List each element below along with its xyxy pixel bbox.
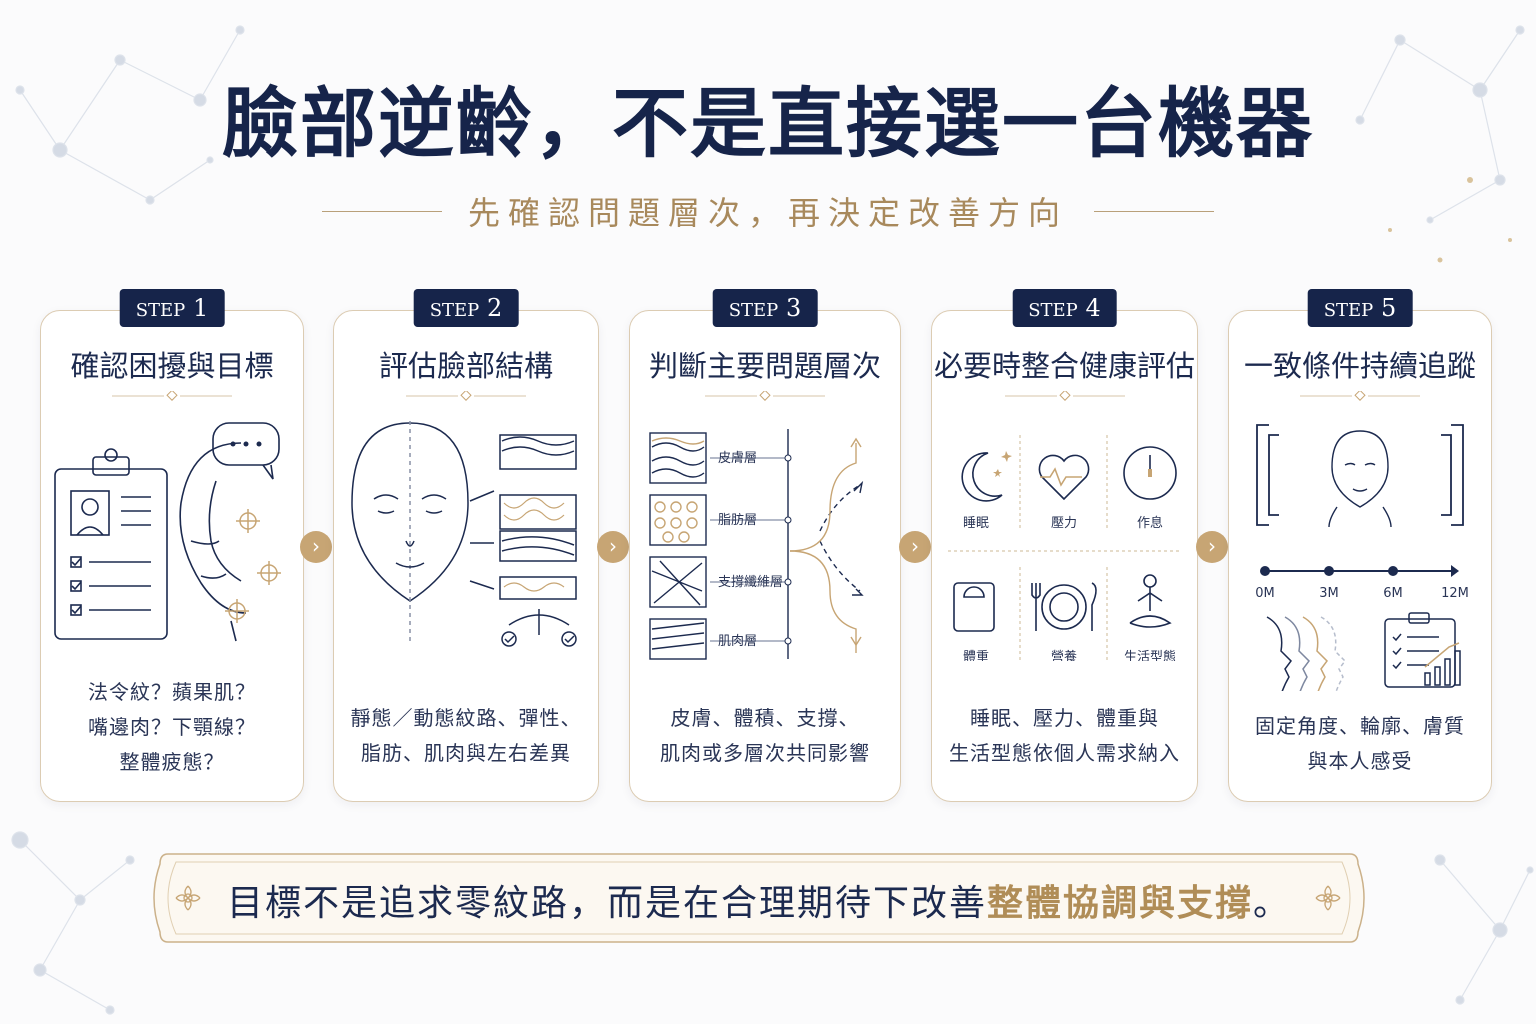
step-word: STEP xyxy=(135,300,186,321)
desc-line: 整體疲態？ xyxy=(119,750,225,774)
next-arrow-icon: › xyxy=(1196,531,1228,563)
step-word: STEP xyxy=(1323,300,1374,321)
banner-text-main: 目標不是追求零紋路，而是在合理期待下改善 xyxy=(226,883,987,924)
health-icons-grid: 睡眠 壓力 作息 體重 營養 生活型態 xyxy=(948,435,1181,661)
step-desc-1: 法令紋？蘋果肌？ 嘴邊肉？下顎線？ 整體疲態？ xyxy=(41,675,303,780)
face-structure-illustration xyxy=(351,421,577,647)
icon-label-stress: 壓力 xyxy=(1051,516,1077,531)
icon-label-weight: 體重 xyxy=(963,649,989,661)
layer-label-fiber: 支撐纖維層 xyxy=(718,575,783,590)
step-card-2: STEP 2 評估臉部結構 xyxy=(333,289,599,802)
desc-line: 脂肪、肌肉與左右差異 xyxy=(361,741,571,765)
step-card-3: STEP 3 判斷主要問題層次 xyxy=(629,289,901,802)
icon-label-nutrition: 營養 xyxy=(1051,649,1077,661)
tracking-illustration: 0M 3M 6M 12M xyxy=(1255,424,1469,691)
moon-icon xyxy=(961,452,1003,502)
ornament-icon xyxy=(1300,391,1420,401)
desc-line: 法令紋？蘋果肌？ xyxy=(88,680,256,704)
step-card-1: STEP 1 確認困擾與目標 xyxy=(40,289,304,802)
scale-icon xyxy=(953,582,995,632)
ornament-icon xyxy=(1004,391,1125,401)
skin-layers-illustration: 皮膚層 脂肪層 支撐纖維層 肌肉層 xyxy=(649,429,864,660)
ornament-icon xyxy=(406,391,526,401)
subtitle-left-rule xyxy=(321,210,442,212)
step-number: 1 xyxy=(193,294,209,322)
next-arrow-icon: › xyxy=(300,531,332,563)
step-word: STEP xyxy=(728,300,779,321)
icon-label-routine: 作息 xyxy=(1137,515,1163,531)
banner-text-end: 。 xyxy=(1253,883,1292,924)
step-badge-5: STEP 5 xyxy=(1307,289,1413,327)
step-title-2: 評估臉部結構 xyxy=(378,349,553,383)
flower-ornament-icon xyxy=(175,885,1341,911)
timeline-12m: 12M xyxy=(1441,586,1469,601)
step-word: STEP xyxy=(1028,300,1078,321)
step-badge-2: STEP 2 xyxy=(413,289,519,327)
desc-line: 嘴邊肉？下顎線？ xyxy=(88,715,256,739)
next-arrow-icon: › xyxy=(899,531,931,563)
meditation-icon xyxy=(1143,574,1157,588)
step-number: 4 xyxy=(1085,294,1101,322)
subtitle: 先確認問題層次，再決定改善方向 xyxy=(467,194,1068,232)
step-title-3: 判斷主要問題層次 xyxy=(648,349,881,383)
banner-message: 目標不是追求零紋路，而是在合理期待下改善整體協調與支撐。 xyxy=(148,874,1370,926)
plate-icon xyxy=(1041,584,1087,630)
step-card-5: STEP 5 一致條件持續追蹤 0M 3M 6M 12M xyxy=(1228,289,1492,802)
timeline-3m: 3M xyxy=(1319,586,1339,601)
ornament-icon xyxy=(705,391,825,401)
main-title: 臉部逆齡，不是直接選一台機器 xyxy=(222,79,1314,168)
timeline-0m: 0M xyxy=(1255,586,1275,601)
layer-label-skin: 皮膚層 xyxy=(718,450,757,466)
heart-icon xyxy=(1038,454,1090,501)
desc-line: 固定角度、輪廓、膚質 xyxy=(1255,714,1465,738)
desc-line: 睡眠、壓力、體重與 xyxy=(970,706,1159,730)
clipboard-face-illustration xyxy=(54,422,281,642)
step-number: 2 xyxy=(487,294,503,322)
icon-label-lifestyle: 生活型態 xyxy=(1124,649,1176,661)
icon-label-sleep: 睡眠 xyxy=(963,516,989,531)
step-desc-5: 固定角度、輪廓、膚質 與本人感受 xyxy=(1229,709,1491,779)
subtitle-right-rule xyxy=(1094,210,1214,212)
step-number: 5 xyxy=(1381,294,1397,322)
desc-line: 肌肉或多層次共同影響 xyxy=(660,741,870,765)
desc-line: 皮膚、體積、支撐、 xyxy=(670,706,860,730)
step-badge-3: STEP 3 xyxy=(712,289,818,327)
layer-label-muscle: 肌肉層 xyxy=(718,634,757,649)
step-badge-1: STEP 1 xyxy=(119,289,225,327)
desc-line: 與本人感受 xyxy=(1307,749,1413,773)
layer-label-fat: 脂肪層 xyxy=(718,512,757,528)
step-title-5: 一致條件持續追蹤 xyxy=(1243,349,1476,383)
banner-frame xyxy=(153,853,1365,943)
step-desc-3: 皮膚、體積、支撐、 肌肉或多層次共同影響 xyxy=(630,701,900,771)
step-desc-4: 睡眠、壓力、體重與 生活型態依個人需求納入 xyxy=(932,701,1197,771)
step-title-1: 確認困擾與目標 xyxy=(70,349,274,383)
step-badge-4: STEP 4 xyxy=(1012,289,1117,327)
next-arrow-icon: › xyxy=(597,531,629,563)
clock-icon xyxy=(1123,446,1177,500)
bottom-banner: 目標不是追求零紋路，而是在合理期待下改善整體協調與支撐。 xyxy=(148,850,1370,946)
step-card-4: STEP 4 必要時整合健康評估 睡眠 壓力 作息 體重 xyxy=(931,289,1198,802)
step-desc-2: 靜態／動態紋路、彈性、 脂肪、肌肉與左右差異 xyxy=(334,701,598,771)
desc-line: 靜態／動態紋路、彈性、 xyxy=(350,706,582,730)
step-number: 3 xyxy=(786,294,802,322)
subtitle-row: 先確認問題層次，再決定改善方向 xyxy=(0,186,1536,236)
timeline-6m: 6M xyxy=(1383,586,1403,601)
desc-line: 生活型態依個人需求納入 xyxy=(949,741,1180,765)
step-title-4: 必要時整合健康評估 xyxy=(933,349,1195,383)
banner-text-highlight: 整體協調與支撐 xyxy=(986,882,1253,924)
ornament-icon xyxy=(112,391,232,401)
step-word: STEP xyxy=(429,300,480,321)
